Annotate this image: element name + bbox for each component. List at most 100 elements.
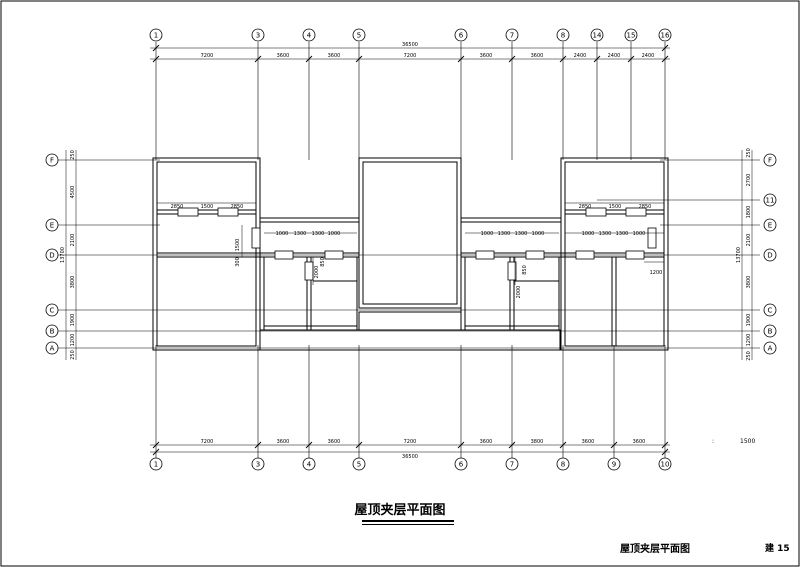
dim-right-small: 1200 (650, 270, 663, 276)
dim-bottom-seg-5: 3800 (531, 439, 544, 445)
dim-bottom-seg-1: 3600 (277, 439, 290, 445)
row-bubble-left-3-label: C (50, 307, 55, 315)
left-row-bubbles: F E D C B A (45, 153, 59, 355)
dim-left-window-2: 2850 (231, 204, 244, 210)
axis-bubble-bottom-1-label: 3 (256, 461, 260, 469)
dim-top-seg-4: 3600 (480, 53, 493, 59)
row-bubble-right-0-label: F (768, 157, 772, 165)
dimension-lines (65, 47, 753, 453)
dim-vert-b-1: 850 (320, 257, 326, 267)
dim-left-seg-4: 1900 (70, 314, 76, 327)
dim-left-total: 13700 (60, 247, 66, 263)
dim-bottom-seg-0: 7200 (201, 439, 214, 445)
row-bubble-right-2: E (763, 218, 777, 232)
dim-mid-c-3: 1000 (633, 231, 646, 237)
row-bubble-left-4-label: B (50, 328, 55, 336)
dim-bottom-seg-2: 3600 (328, 439, 341, 445)
axis-bubble-bottom-5-label: 7 (510, 461, 514, 469)
axis-bubble-top-4: 6 (454, 28, 468, 42)
dim-bottom-seg-3: 7200 (404, 439, 417, 445)
axis-bubble-bottom-2: 4 (302, 457, 316, 471)
row-bubble-right-2-label: E (768, 222, 772, 230)
axis-bubble-top-4-label: 6 (459, 32, 464, 40)
axis-bubble-top-6-label: 8 (561, 32, 565, 40)
dim-mid-c-1: 1300 (599, 231, 612, 237)
dim-mid-b-1: 1300 (498, 231, 511, 237)
row-bubble-right-5: B (763, 324, 777, 338)
dim-right-seg-6: 1200 (746, 334, 752, 347)
axis-bubble-bottom-6-label: 8 (561, 461, 565, 469)
row-bubble-right-3: D (763, 248, 777, 262)
dim-bottom-seg-7: 3600 (633, 439, 646, 445)
dim-right-total: 13700 (736, 247, 742, 263)
axis-bubble-bottom-4: 6 (454, 457, 468, 471)
axis-bubble-top-7: 14 (590, 28, 604, 42)
vertical-grid-lines (155, 42, 666, 458)
axis-bubble-bottom-3-label: 5 (357, 461, 361, 469)
dim-left-window-0: 2850 (171, 204, 184, 210)
row-bubble-right-1-label: 11 (766, 197, 775, 205)
row-bubble-left-5-label: A (50, 345, 55, 353)
dim-vert-a-1: 300 (235, 257, 241, 267)
dim-top-seg-1: 3600 (277, 53, 290, 59)
dim-top-total: 36500 (402, 42, 418, 48)
title-underline-thin (362, 524, 454, 525)
axis-bubble-top-6: 8 (556, 28, 570, 42)
axis-bubble-bottom-7-label: 9 (612, 461, 616, 469)
openings (177, 207, 657, 281)
axis-bubble-top-3: 5 (352, 28, 366, 42)
dim-mid-b-3: 1000 (532, 231, 545, 237)
dim-right-window-1: 1500 (609, 204, 622, 210)
row-bubble-left-5: A (45, 341, 59, 355)
axis-bubble-bottom-2-label: 4 (307, 461, 312, 469)
row-bubble-left-1: E (45, 218, 59, 232)
dim-top-seg-8: 2400 (642, 53, 655, 59)
dim-right-seg-3: 2100 (746, 234, 752, 247)
dim-right-seg-2: 1800 (746, 206, 752, 219)
axis-bubble-bottom-8: 10 (658, 457, 672, 471)
axis-bubble-bottom-1: 3 (251, 457, 265, 471)
dim-bottom-total: 36500 (402, 454, 418, 460)
row-bubble-left-0: F (45, 153, 59, 167)
dim-vert-b-0: 2000 (314, 266, 320, 279)
scale-label: 1500 (740, 438, 756, 445)
axis-bubble-bottom-0-label: 1 (154, 461, 158, 469)
row-bubble-right-1: 11 (763, 193, 777, 207)
dim-left-seg-2: 2100 (70, 234, 76, 247)
row-bubble-left-2-label: D (49, 252, 54, 260)
dim-right-window-2: 2850 (639, 204, 652, 210)
axis-bubble-bottom-0: 1 (149, 457, 163, 471)
dim-left-window-1: 1500 (201, 204, 214, 210)
title-block-name: 屋顶夹层平面图 (620, 544, 690, 555)
axis-bubble-top-5: 7 (505, 28, 519, 42)
drawing-title: 屋顶夹层平面图 (354, 503, 446, 518)
scale-separator: : (712, 438, 715, 445)
row-bubble-right-4-label: C (768, 307, 773, 315)
axis-bubble-top-1-label: 3 (256, 32, 260, 40)
dim-top-seg-0: 7200 (201, 53, 214, 59)
dim-top-seg-6: 2400 (574, 53, 587, 59)
row-bubble-left-1-label: E (50, 222, 54, 230)
dim-mid-b-0: 1000 (481, 231, 494, 237)
row-bubble-left-4: B (45, 324, 59, 338)
dim-vert-a-0: 1500 (235, 239, 241, 252)
axis-bubble-top-2: 4 (302, 28, 316, 42)
dim-left-seg-5: 1200 (70, 334, 76, 347)
row-bubble-right-5-label: B (768, 328, 773, 336)
axis-bubble-bottom-4-label: 6 (459, 461, 464, 469)
axis-bubble-top-9: 16 (658, 28, 672, 42)
dim-right-seg-7: 250 (746, 351, 752, 361)
dim-top-seg-2: 3600 (328, 53, 341, 59)
dim-right-seg-1: 2700 (746, 174, 752, 187)
title-underline (362, 520, 454, 522)
dim-left-seg-1: 4500 (70, 186, 76, 199)
dim-mid-c-2: 1300 (616, 231, 629, 237)
row-bubble-right-3-label: D (767, 252, 772, 260)
dim-mid-a-1: 1300 (294, 231, 307, 237)
dim-vert-c-0: 2000 (516, 286, 522, 299)
